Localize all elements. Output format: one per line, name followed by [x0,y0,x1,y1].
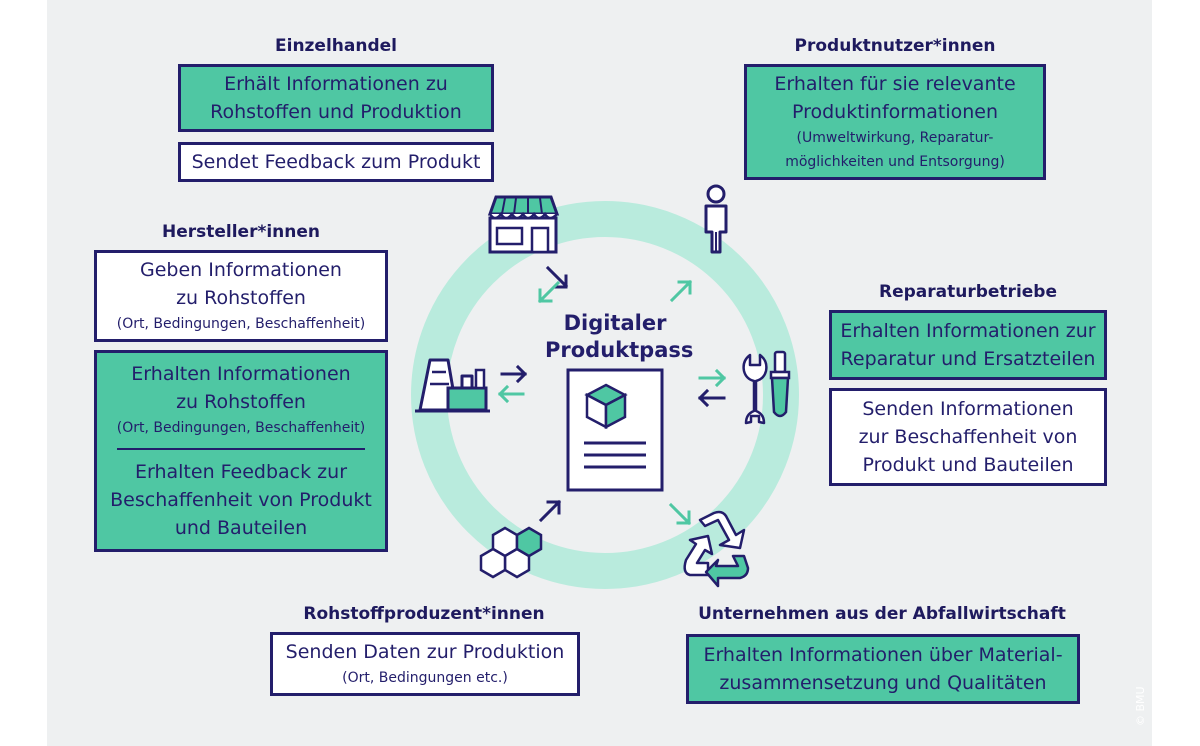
reparatur-heading: Reparaturbetriebe [879,282,1057,302]
produktnutzer-info-small1: (Umweltwirkung, Reparatur- [796,130,994,146]
hersteller-give-box: Geben Informationen zu Rohstoffen (Ort, … [94,250,388,342]
abfall-info-box: Erhalten Informationen über Material- zu… [686,634,1080,704]
reparatur-info-line1: Erhalten Informationen zur [840,320,1096,342]
arrow-person-out [669,279,693,303]
einzelhandel-info-box: Erhält Informationen zu Rohstoffen und P… [178,64,494,132]
hersteller-heading: Hersteller*innen [161,222,321,242]
copyright-credit: © BMU [1134,686,1147,726]
center-title: Digitaler Produktpass [545,310,694,364]
einzelhandel-info-line2: Rohstoffen und Produktion [210,101,462,123]
reparatur-send-line2: zur Beschaffenheit von [858,426,1078,448]
produktnutzer-info-line2: Produktinformationen [791,101,999,123]
reparatur-info-box: Erhalten Informationen zur Reparatur und… [829,310,1107,380]
reparatur-info-line2: Reparatur und Ersatzteilen [840,348,1096,370]
arrow-factory-out [497,384,525,404]
hersteller-receive-line2: zu Rohstoffen [176,391,306,413]
produktnutzer-info-box: Erhalten für sie relevante Produktinform… [744,64,1046,180]
hersteller-receive-box: Erhalten Informationen zu Rohstoffen (Or… [94,350,388,552]
hersteller-receive-line1: Erhalten Informationen [131,363,351,385]
arrow-tools-in [697,388,726,408]
produktnutzer-info-small2: möglichkeiten und Entsorgung) [785,154,1005,170]
hersteller-receive-divider [117,448,365,450]
center-title-line1: Digitaler [563,311,667,335]
hersteller-receive-small: (Ort, Bedingungen, Beschaffenheit) [116,420,366,436]
arrow-shop-out [537,280,561,304]
reparatur-send-box: Senden Informationen zur Beschaffenheit … [829,388,1107,486]
hersteller-feedback-line1: Erhalten Feedback zur [134,461,347,483]
arrow-tools-out [698,368,727,388]
einzelhandel-feedback-text: Sendet Feedback zum Produkt [191,151,481,173]
hersteller-feedback-line3: und Bauteilen [174,517,308,539]
einzelhandel-info-line1: Erhält Informationen zu [224,73,448,95]
einzelhandel-heading: Einzelhandel [275,36,397,56]
einzelhandel-feedback-box: Sendet Feedback zum Produkt [178,142,494,182]
produktnutzer-info-line1: Erhalten für sie relevante [774,73,1016,95]
arrow-recycle-in [668,502,692,526]
abfall-info-line2: zusammensetzung und Qualitäten [719,672,1047,694]
abfall-info-line1: Erhalten Informationen über Material- [703,644,1063,666]
center-title-line2: Produktpass [545,338,694,362]
reparatur-send-line1: Senden Informationen [862,398,1074,420]
abfall-heading: Unternehmen aus der Abfallwirtschaft [698,604,1066,624]
arrow-shop-in [545,265,569,289]
hersteller-give-small: (Ort, Bedingungen, Beschaffenheit) [116,316,366,332]
rohstoff-send-small: (Ort, Bedingungen etc.) [342,670,508,686]
hersteller-give-line2: zu Rohstoffen [176,287,306,309]
rohstoff-heading: Rohstoffproduzent*innen [303,604,545,624]
arrow-molecule-out [538,499,562,523]
rohstoff-send-box: Senden Daten zur Produktion (Ort, Beding… [270,632,580,696]
arrow-factory-in [500,364,528,384]
reparatur-send-line3: Produkt und Bauteilen [862,454,1074,476]
hersteller-give-line1: Geben Informationen [140,259,342,281]
rohstoff-send-line: Senden Daten zur Produktion [285,641,565,663]
hersteller-feedback-line2: Beschaffenheit von Produkt [110,489,372,511]
produktnutzer-heading: Produktnutzer*innen [794,36,996,56]
